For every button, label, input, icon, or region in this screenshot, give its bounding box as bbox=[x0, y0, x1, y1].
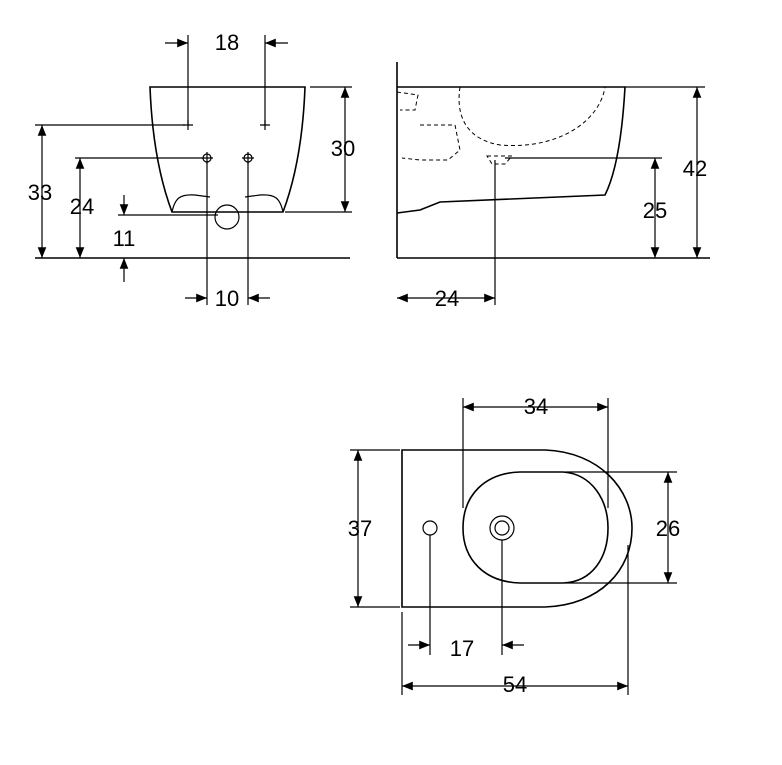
dim-37-label: 37 bbox=[348, 516, 372, 541]
drain-hole-inner bbox=[494, 520, 510, 536]
top-view: 34 37 26 17 54 bbox=[348, 394, 680, 697]
dim-42-label: 42 bbox=[683, 156, 707, 181]
dim-24-side-label: 24 bbox=[435, 286, 459, 311]
dim-17-label: 17 bbox=[450, 636, 474, 661]
dim-10-label: 10 bbox=[215, 286, 239, 311]
bowl-top-oval bbox=[462, 471, 609, 584]
bidet-top-outline bbox=[401, 449, 633, 608]
bowl-side-outline bbox=[396, 86, 626, 214]
drain-hole-outer bbox=[489, 515, 515, 541]
dim-18-label: 18 bbox=[215, 30, 239, 55]
outlet-hidden bbox=[486, 155, 514, 165]
hidden-channels bbox=[396, 91, 461, 161]
bowl-foot bbox=[171, 194, 284, 213]
side-view: 42 25 24 bbox=[396, 62, 710, 311]
dim-34-label: 34 bbox=[524, 394, 548, 419]
dim-33-label: 33 bbox=[28, 180, 52, 205]
front-view: 18 30 33 24 11 10 bbox=[28, 30, 355, 311]
dim-11-label: 11 bbox=[113, 226, 136, 251]
drain-opening bbox=[214, 204, 240, 230]
dim-24-label: 24 bbox=[70, 194, 94, 219]
tap-hole bbox=[422, 520, 438, 536]
bowl-inner-hidden bbox=[458, 86, 606, 147]
dim-30-label: 30 bbox=[331, 136, 355, 161]
dim-25-label: 25 bbox=[643, 198, 667, 223]
dim-54-label: 54 bbox=[503, 672, 527, 697]
bowl-front-outline bbox=[149, 86, 306, 213]
dim-26-label: 26 bbox=[656, 516, 680, 541]
